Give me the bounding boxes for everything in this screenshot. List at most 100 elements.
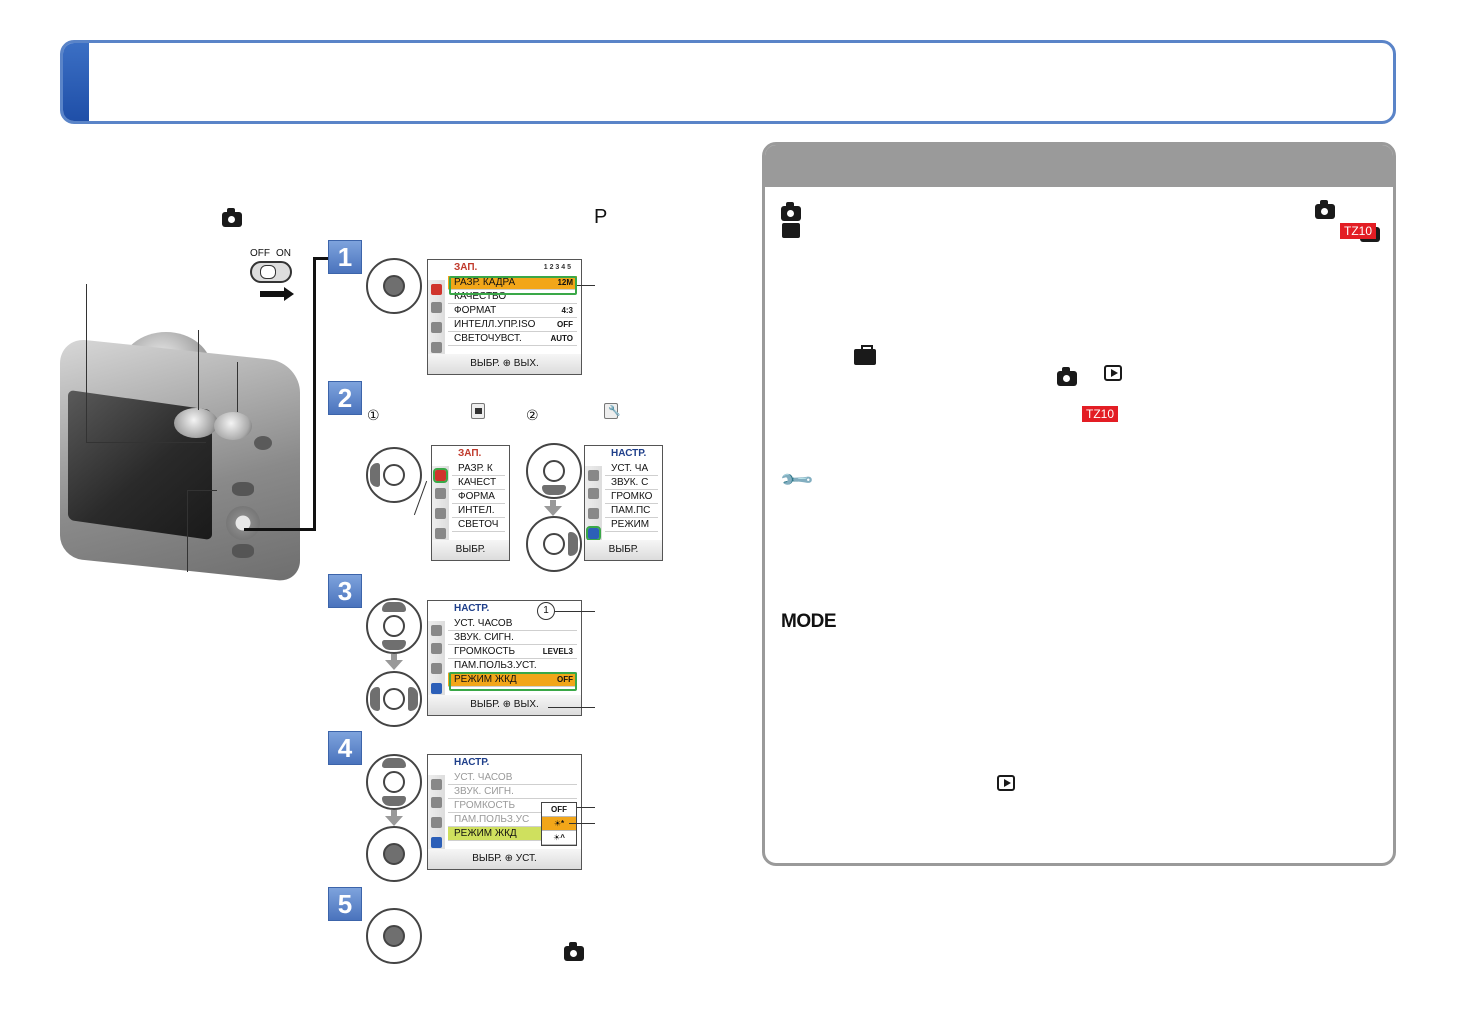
menu-row[interactable]: ГРОМКО [605,490,658,504]
menu-row[interactable]: ЗВУК. С [605,476,658,490]
movie-menu-icon [782,223,800,238]
down-arrow-stem [550,500,556,506]
down-arrow-icon [544,506,562,516]
leader-shutter [237,362,238,412]
mode-label: MODE [781,611,837,632]
camera-icon [564,942,585,961]
menu-row[interactable]: КАЧЕСТ [452,476,505,490]
menu-row[interactable]: СВЕТОЧ [452,518,505,532]
menu-row-clock[interactable]: УСТ. ЧАСОВ [448,617,577,631]
menu-row-sensitivity[interactable]: СВЕТОЧУВСТ.AUTO [448,332,577,346]
step-2-dpad-b[interactable] [526,443,582,499]
down-arrow-stem [391,810,397,816]
menu-row-cust-set[interactable]: ПАМ.ПОЛЬЗ.УС [448,813,577,827]
title-banner-tab [63,43,89,121]
camera-mode-icon [1315,200,1336,219]
menu-side-bar [428,280,445,354]
menu-row-quality[interactable]: КАЧЕСТВО [448,290,577,304]
movie-tab-icon [431,302,442,313]
leader-display-v [187,490,188,572]
travel-tab-icon [588,508,599,519]
popup-option-auto-power-lcd[interactable]: ☀* [542,817,576,831]
power-switch-track [250,261,292,283]
step-4-dpad-b[interactable] [366,826,422,882]
camera-control-pad [226,506,260,540]
down-arrow-stem [391,654,397,660]
menu-row[interactable]: ФОРМА [452,490,505,504]
rec-tab-icon [431,284,442,295]
highlight-resolution [449,276,577,295]
title-banner [60,40,1396,124]
menu-row[interactable]: УСТ. ЧА [605,462,658,476]
power-on-label: ON [276,248,291,259]
menu-rec-footer: ВЫБР. ⊕ ВЫХ. [428,354,581,374]
setup-tab-icon [586,526,601,541]
tz10-badge: TZ10 [1082,406,1119,422]
menu-row[interactable]: ПАМ.ПС [605,504,658,518]
menu-row-cust-set[interactable]: ПАМ.ПОЛЬЗ.УСТ. [448,659,577,673]
step-3-dpad-a[interactable] [366,598,422,654]
step-2-dpad-a[interactable] [366,447,422,503]
camera-mode-icon [1056,367,1077,386]
camera-bottom-buttons [232,544,254,558]
menu-row[interactable]: РАЗР. К [452,462,505,476]
movie-tab-icon [588,488,599,499]
menu-row-beep[interactable]: ЗВУК. СИГН. [448,631,577,645]
step-2-dpad-c[interactable] [526,516,582,572]
leader-monitor-v [86,284,87,442]
menu-row-beep[interactable]: ЗВУК. СИГН. [448,785,577,799]
playback-menu-icon [997,775,1016,791]
menu-row[interactable]: ИНТЕЛ. [452,504,505,518]
leader-display-h [187,490,217,491]
travel-tab-icon [435,508,446,519]
down-arrow-icon [385,660,403,670]
step-3-dpad-b[interactable] [366,671,422,727]
menu-rec-crop-header: ЗАП. [458,448,482,459]
menu-row[interactable]: РЕЖИМ [605,518,658,532]
highlight-lcd-mode [449,672,577,691]
rec-tab-icon [431,625,442,636]
camera-illustration: OFF ON [56,240,316,583]
power-switch-knob [260,265,276,279]
connector-line-h2 [313,257,329,260]
setup-tab-icon [431,342,442,353]
popup-option-power-lcd[interactable]: ☀^ [542,831,576,845]
travel-tab-icon [431,817,442,828]
connector-line-v [313,257,316,531]
popup-option-off[interactable]: OFF [542,803,576,817]
menu-row-clock[interactable]: УСТ. ЧАСОВ [448,771,577,785]
menu-setup-crop-header: НАСТР. [611,448,647,459]
menu-rec-crop-footer: ВЫБР. [432,540,509,560]
travel-tab-icon [431,322,442,333]
step-5-dpad[interactable] [366,908,422,964]
menu-types-panel: TZ10 TZ10 🔧 MODE [762,142,1396,866]
step-2-sub-2: ② [526,407,539,423]
menu-row-volume[interactable]: ГРОМКОСТЬ [448,799,577,813]
step-4-dpad-a[interactable] [366,754,422,810]
small-button [254,436,272,450]
leader-monitor-h [86,442,206,443]
menu-side-bar [432,466,449,540]
camera-icon [222,208,242,227]
menu-side-bar [585,466,602,541]
travel-tab-icon [431,663,442,674]
step-1-dpad[interactable] [366,258,422,314]
lcd-mode-popup: OFF ☀* ☀^ [541,802,577,846]
travel-menu-icon [854,345,877,365]
menu-rec-header: ЗАП.1 2 3 4 5 [454,262,571,273]
rec-menu-icon [781,202,801,221]
menu-setup-4-footer: ВЫБР. ⊕ УСТ. [428,849,581,869]
camera-side-buttons [232,482,254,496]
step-2-sub-1: ① [367,407,380,423]
setup-tab-icon [435,528,446,539]
step-5-badge: 5 [328,887,362,921]
setup-tab-icon [431,683,442,694]
step-2-badge: 2 [328,381,362,415]
